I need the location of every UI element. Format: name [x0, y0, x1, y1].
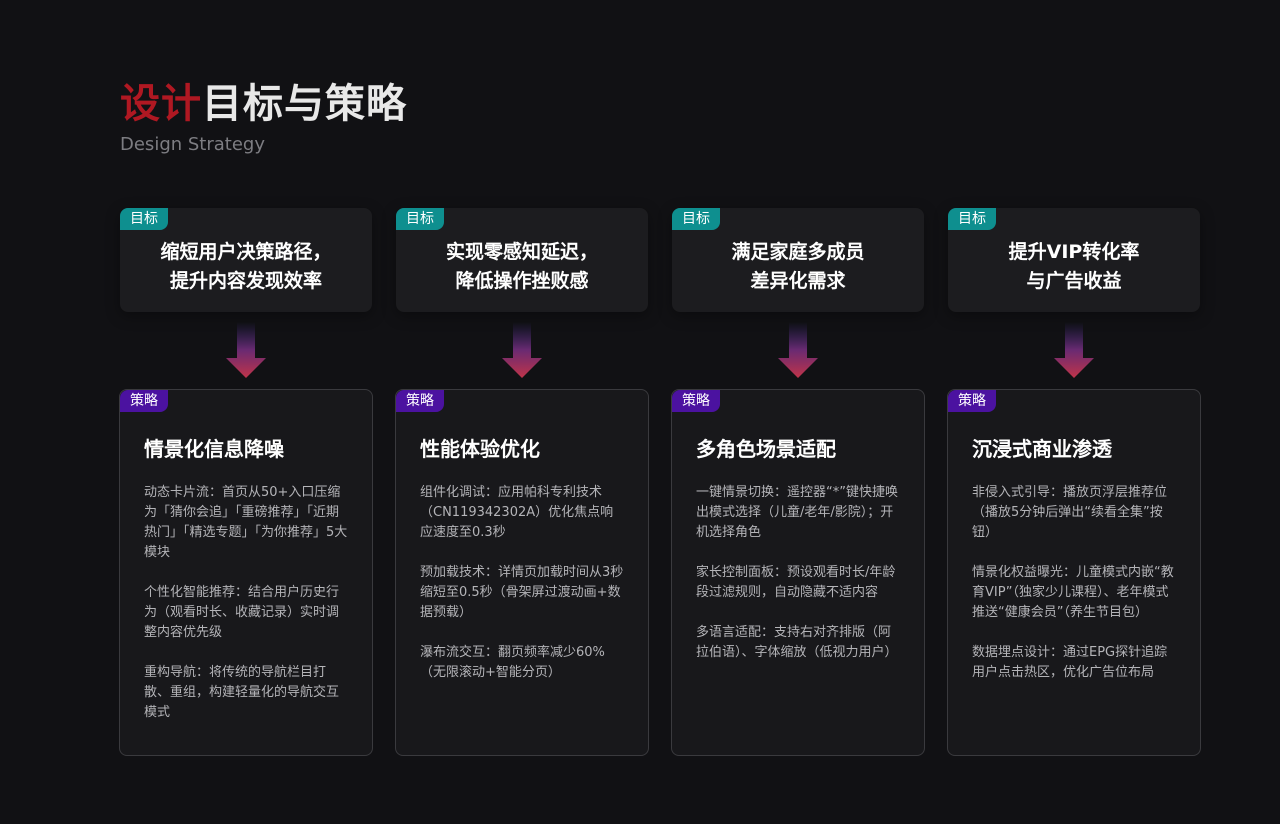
goal-line-1: 满足家庭多成员 [731, 241, 865, 263]
strategy-item: 预加载技术：详情页加载时间从3秒缩短至0.5秒（骨架屏过渡动画+数据预载） [420, 565, 624, 620]
strategy-item: 组件化调试：应用帕科专利技术（CN119342302A）优化焦点响应速度至0.3… [420, 485, 614, 540]
strategy-title: 情景化信息降噪 [144, 437, 284, 461]
goal-card-2: 目标 实现零感知延迟， 降低操作挫败感 [396, 208, 648, 312]
strategy-card-1: 策略 情景化信息降噪 动态卡片流：首页从50+入口压缩为「猜你会追」「重磅推荐」… [119, 389, 373, 756]
page-subtitle: Design Strategy [120, 134, 265, 155]
goal-tag: 目标 [672, 208, 720, 230]
strategy-item: 非侵入式引导：播放页浮层推荐位（播放5分钟后弹出“续看全集”按钮） [972, 485, 1168, 540]
goal-tag: 目标 [396, 208, 444, 230]
goal-line-1: 缩短用户决策路径， [160, 241, 332, 263]
goal-line-2: 降低操作挫败感 [455, 270, 589, 292]
strategy-list: 动态卡片流：首页从50+入口压缩为「猜你会追」「重磅推荐」「近期热门」「精选专题… [144, 483, 350, 743]
down-arrow-icon [502, 322, 542, 378]
strategy-list: 非侵入式引导：播放页浮层推荐位（播放5分钟后弹出“续看全集”按钮） 情景化权益曝… [972, 483, 1178, 703]
goal-text: 提升VIP转化率 与广告收益 [948, 238, 1200, 296]
strategy-item: 一键情景切换：遥控器“*”键快捷唤出模式选择（儿童/老年/影院）；开机选择角色 [696, 485, 898, 540]
strategy-tag: 策略 [396, 390, 444, 412]
down-arrow-icon [226, 322, 266, 378]
goal-line-1: 实现零感知延迟， [445, 241, 598, 263]
strategy-item: 家长控制面板：预设观看时长/年龄段过滤规则，自动隐藏不适内容 [696, 565, 896, 600]
strategy-title: 沉浸式商业渗透 [972, 437, 1112, 461]
goal-tag: 目标 [948, 208, 996, 230]
goal-text: 满足家庭多成员 差异化需求 [672, 238, 924, 296]
goal-card-1: 目标 缩短用户决策路径， 提升内容发现效率 [120, 208, 372, 312]
strategy-item: 动态卡片流：首页从50+入口压缩为「猜你会追」「重磅推荐」「近期热门」「精选专题… [144, 485, 348, 560]
strategy-item: 瀑布流交互：翻页频率减少60%（无限滚动+智能分页） [420, 645, 605, 680]
goal-line-2: 提升内容发现效率 [169, 270, 322, 292]
strategy-list: 一键情景切换：遥控器“*”键快捷唤出模式选择（儿童/老年/影院）；开机选择角色 … [696, 483, 902, 683]
down-arrow-icon [778, 322, 818, 378]
strategy-tag: 策略 [948, 390, 996, 412]
page-title: 设计目标与策略 [120, 80, 407, 128]
goal-line-2: 与广告收益 [1026, 270, 1122, 292]
strategy-item: 多语言适配：支持右对齐排版（阿拉伯语）、字体缩放（低视力用户） [696, 625, 898, 660]
goal-text: 实现零感知延迟， 降低操作挫败感 [396, 238, 648, 296]
title-accent: 设计 [120, 81, 202, 127]
header: 设计目标与策略 Design Strategy [120, 80, 407, 156]
strategy-card-2: 策略 性能体验优化 组件化调试：应用帕科专利技术（CN119342302A）优化… [395, 389, 649, 756]
strategy-title: 性能体验优化 [420, 437, 540, 461]
strategy-item: 个性化智能推荐：结合用户历史行为（观看时长、收藏记录）实时调整内容优先级 [144, 585, 340, 640]
title-rest: 目标与策略 [202, 81, 407, 127]
strategy-tag: 策略 [672, 390, 720, 412]
strategy-card-3: 策略 多角色场景适配 一键情景切换：遥控器“*”键快捷唤出模式选择（儿童/老年/… [671, 389, 925, 756]
down-arrow-icon [1054, 322, 1094, 378]
strategy-title: 多角色场景适配 [696, 437, 836, 461]
goal-card-3: 目标 满足家庭多成员 差异化需求 [672, 208, 924, 312]
strategy-card-4: 策略 沉浸式商业渗透 非侵入式引导：播放页浮层推荐位（播放5分钟后弹出“续看全集… [947, 389, 1201, 756]
goal-tag: 目标 [120, 208, 168, 230]
goal-line-1: 提升VIP转化率 [1008, 241, 1140, 263]
strategy-tag: 策略 [120, 390, 168, 412]
strategy-list: 组件化调试：应用帕科专利技术（CN119342302A）优化焦点响应速度至0.3… [420, 483, 626, 703]
strategy-item: 情景化权益曝光：儿童模式内嵌“教育VIP”（独家少儿课程）、老年模式推送“健康会… [972, 565, 1174, 620]
goal-line-2: 差异化需求 [750, 270, 846, 292]
strategy-item: 重构导航：将传统的导航栏目打散、重组，构建轻量化的导航交互模式 [144, 665, 340, 720]
goal-text: 缩短用户决策路径， 提升内容发现效率 [120, 238, 372, 296]
goal-card-4: 目标 提升VIP转化率 与广告收益 [948, 208, 1200, 312]
strategy-item: 数据埋点设计：通过EPG探针追踪用户点击热区，优化广告位布局 [972, 645, 1168, 680]
